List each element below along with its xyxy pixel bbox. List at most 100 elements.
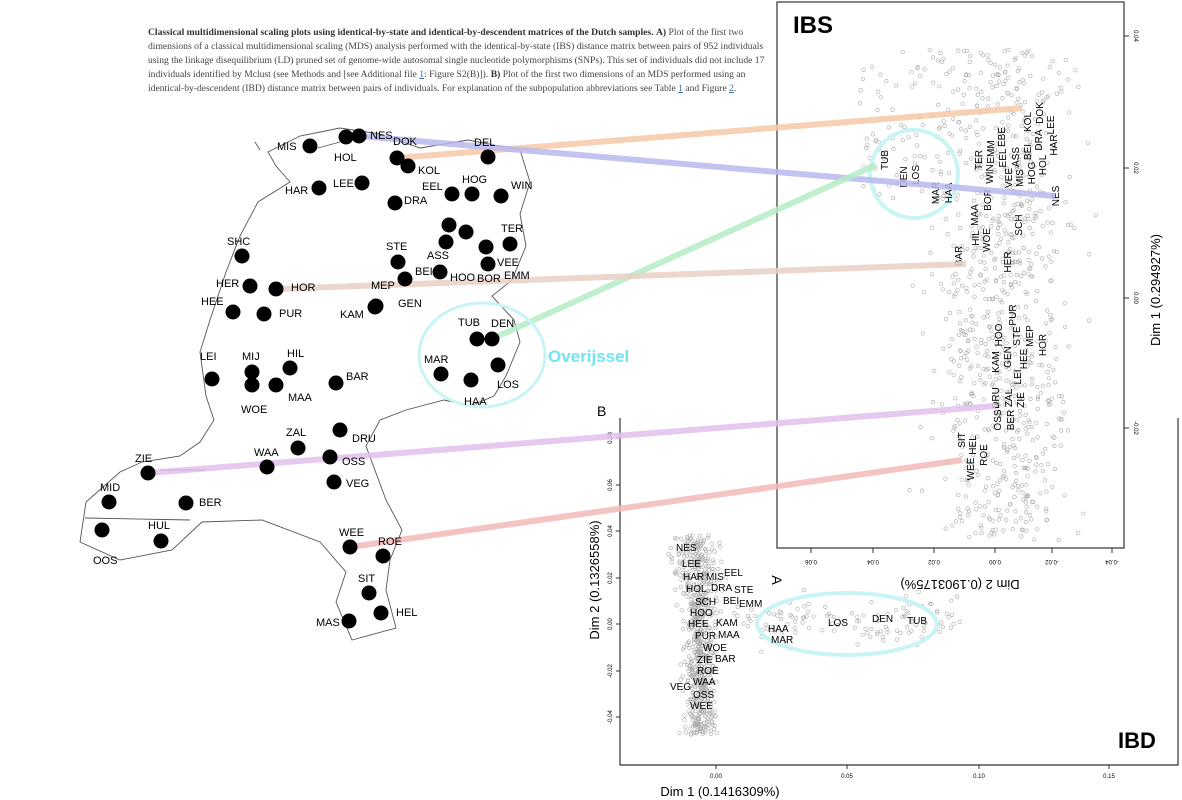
ibd-point (840, 619, 845, 625)
ibs-point-label: KAM (991, 351, 1002, 373)
ibd-point (702, 730, 708, 735)
ibs-point (927, 48, 932, 53)
ibd-point (898, 630, 903, 636)
ibd-point (702, 713, 707, 718)
city-dot-hee (225, 304, 241, 320)
ibd-point (705, 596, 711, 602)
ibd-point (699, 643, 704, 649)
ibs-point (1025, 128, 1030, 133)
ibs-point (1050, 485, 1055, 490)
ibs-point (1044, 509, 1049, 514)
ibd-point (689, 556, 694, 561)
city-dot-lei (204, 371, 220, 387)
ibs-point-label: KOL (1023, 112, 1034, 132)
ibd-point (681, 688, 686, 693)
ibd-point (717, 577, 722, 583)
city-dot-mar (433, 366, 449, 382)
ibs-point (1022, 117, 1027, 122)
ibs-point (1058, 85, 1063, 90)
ibd-point (700, 541, 705, 546)
ibs-overijssel-circle (868, 128, 960, 220)
ibs-point (966, 72, 972, 78)
ibs-point (921, 290, 927, 295)
ibs-point (990, 150, 995, 155)
city-label: GEN (398, 298, 422, 310)
ibs-point (1093, 213, 1098, 218)
ibd-point (702, 698, 707, 703)
ibs-point (963, 494, 969, 499)
ibs-point (1042, 478, 1048, 483)
ibs-point (1035, 406, 1040, 412)
ibs-point (974, 130, 979, 135)
ibs-point (1019, 273, 1024, 279)
ibs-point (983, 296, 988, 302)
ibs-point (1085, 140, 1090, 145)
ibd-point (874, 631, 880, 637)
ibs-point (861, 184, 866, 189)
ibs-point (1045, 308, 1050, 313)
ibs-point (935, 195, 941, 201)
ibs-point (979, 154, 984, 160)
ibs-point (956, 48, 961, 53)
ibs-point (942, 190, 947, 195)
ibs-point (1035, 289, 1040, 294)
ibs-point (956, 332, 962, 338)
ibd-point (830, 621, 835, 626)
ibs-point (902, 124, 907, 130)
ibs-point-label: HER (1003, 251, 1014, 272)
city-label: ZAL (286, 427, 306, 439)
ibs-point (1006, 47, 1011, 53)
ibd-point (712, 606, 717, 611)
ibd-point (712, 582, 718, 587)
ibs-point (957, 363, 962, 368)
ibs-point (1024, 493, 1029, 499)
ibs-point (980, 126, 985, 131)
ibs-point (1005, 508, 1010, 513)
ibd-point (705, 697, 711, 702)
city-label: MID (100, 482, 120, 494)
figure-link[interactable]: 2 (729, 83, 734, 94)
ibs-point (995, 226, 1001, 231)
ibd-point (694, 633, 699, 638)
ibd-point (703, 685, 709, 691)
ibs-point (1016, 316, 1022, 321)
ibs-point (1031, 499, 1036, 505)
ibd-point (698, 590, 703, 596)
ibs-point-label: BOR (983, 189, 994, 211)
ibd-point (688, 597, 694, 602)
ibs-point (986, 57, 991, 63)
ibs-point (980, 225, 986, 230)
ibs-point (1010, 385, 1015, 390)
ibd-point (686, 621, 691, 626)
ibs-point-label: DRA (1034, 129, 1045, 150)
ibd-point (911, 616, 916, 622)
city-dot-bei (438, 234, 454, 250)
ibd-point (673, 587, 678, 592)
ibs-point (978, 523, 983, 528)
ibs-point (1063, 200, 1068, 205)
ibs-point (1001, 345, 1006, 350)
ibs-point (955, 288, 960, 293)
additional-file-link[interactable]: 1 (419, 69, 425, 80)
ibd-point (709, 588, 714, 594)
ibs-point (1021, 270, 1027, 275)
table-link[interactable]: 1 (678, 83, 683, 94)
ibs-point (1030, 231, 1035, 236)
ibd-point (713, 619, 718, 624)
ibd-point (688, 731, 693, 736)
ibd-point (677, 559, 682, 564)
ibd-point (684, 663, 690, 668)
ibd-point (921, 629, 927, 634)
ibs-point (1021, 497, 1026, 502)
ibs-point (976, 225, 982, 230)
ibs-point (1016, 160, 1022, 165)
ibd-point (832, 628, 837, 633)
ibs-point (1007, 212, 1013, 217)
ibs-point (958, 225, 963, 231)
ibs-point (1065, 77, 1070, 82)
ibs-point (984, 213, 989, 219)
ibs-point (999, 236, 1004, 241)
ibs-point (1006, 410, 1011, 415)
city-dot-har (311, 180, 327, 196)
ibd-point (687, 663, 692, 669)
